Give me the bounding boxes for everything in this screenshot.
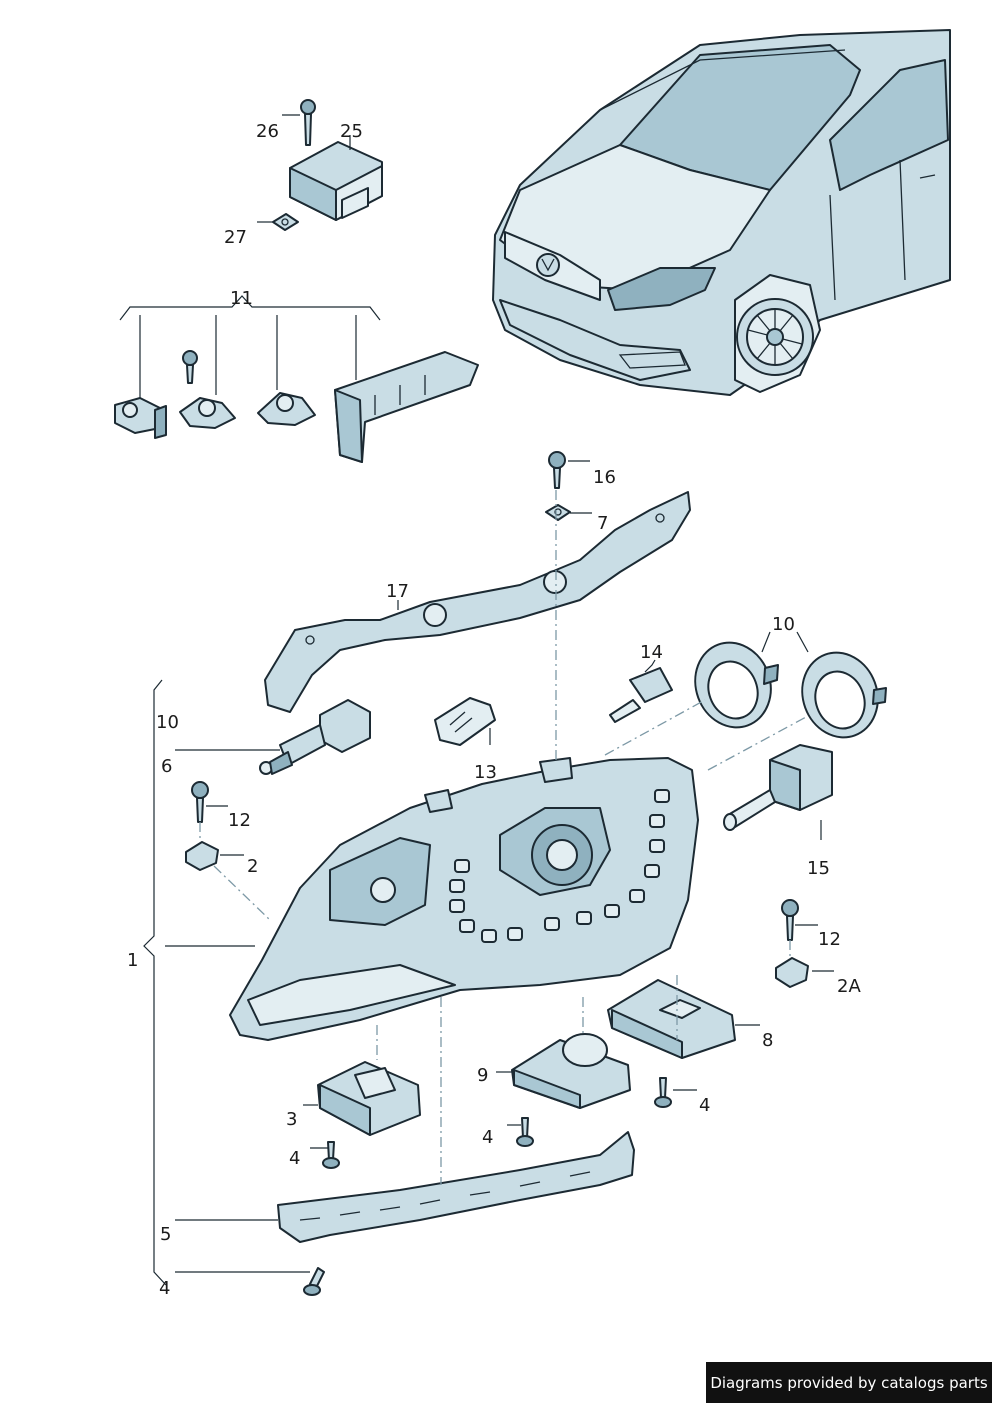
screw-12b	[781, 899, 799, 941]
cap-10b	[801, 651, 887, 739]
car-illustration	[492, 29, 951, 396]
nut-7	[545, 504, 571, 521]
nut-27	[272, 213, 299, 231]
label-3: 3	[286, 1109, 297, 1130]
label-4-bottom: 4	[159, 1278, 170, 1299]
bolt-16	[548, 451, 566, 489]
bracket-group-11	[114, 295, 479, 463]
screw-26	[300, 99, 316, 146]
label-9: 9	[477, 1065, 488, 1086]
label-4-right: 4	[699, 1095, 710, 1116]
label-11: 11	[230, 288, 253, 309]
credit-banner: Diagrams provided by catalogs parts	[706, 1362, 992, 1403]
control-unit-8	[607, 979, 736, 1059]
assembly-lines	[199, 490, 809, 1185]
carrier-17	[264, 491, 691, 713]
screw-4a	[654, 1077, 672, 1108]
label-4-left: 4	[289, 1148, 300, 1169]
label-4-middle: 4	[482, 1127, 493, 1148]
xenon-bulb-15	[723, 744, 833, 831]
label-25: 25	[340, 121, 363, 142]
label-12-right: 12	[818, 929, 841, 950]
label-10-caps: 10	[772, 614, 795, 635]
label-5: 5	[160, 1224, 171, 1245]
label-7: 7	[597, 513, 608, 534]
label-2A: 2A	[837, 976, 861, 997]
label-2: 2	[247, 856, 258, 877]
cap-10a	[694, 641, 779, 729]
label-16: 16	[593, 467, 616, 488]
bulb-socket-6	[259, 699, 371, 775]
clip-2	[185, 841, 219, 871]
screw-4b	[516, 1117, 534, 1147]
part-labels: 26 25 27 11 16 7 17 14 10 10 6 13 12 2 1…	[127, 121, 861, 1299]
label-8: 8	[762, 1030, 773, 1051]
label-12-left: 12	[228, 810, 251, 831]
bulb-13	[434, 697, 496, 746]
leader-lines	[143, 114, 834, 1286]
label-17: 17	[386, 581, 409, 602]
label-1: 1	[127, 950, 138, 971]
led-strip	[449, 789, 670, 943]
screw-12a	[191, 781, 209, 823]
label-13: 13	[474, 762, 497, 783]
control-unit-25	[289, 141, 383, 221]
screw-4c	[322, 1141, 340, 1169]
label-6: 6	[161, 756, 172, 777]
label-26: 26	[256, 121, 279, 142]
label-27: 27	[224, 227, 247, 248]
bulb-14	[609, 659, 673, 723]
control-unit-9	[511, 1033, 631, 1109]
control-unit-3	[317, 1061, 421, 1136]
trim-strip-5	[277, 1131, 635, 1243]
label-15: 15	[807, 858, 830, 879]
label-10-assembly: 10	[156, 712, 179, 733]
screw-4d	[303, 1267, 325, 1296]
headlight-1	[229, 757, 699, 1041]
clip-2A	[775, 957, 809, 988]
label-14: 14	[640, 642, 663, 663]
